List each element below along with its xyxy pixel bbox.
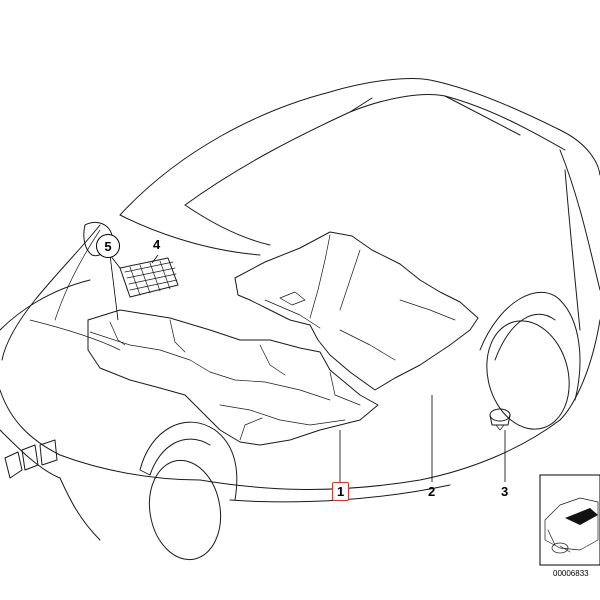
callout-4: 4: [153, 237, 161, 252]
callout-2: 2: [428, 484, 436, 499]
floor-carpet: [87, 309, 379, 446]
callout-3: 3: [501, 484, 509, 499]
luggage-net: [119, 257, 179, 298]
cap-part: [489, 408, 511, 431]
diagram-id: 00006833: [553, 569, 589, 578]
callout-1: 1: [332, 482, 350, 501]
callout-5-label: 5: [104, 238, 112, 254]
inset-thumbnail: [539, 474, 600, 566]
grille: [4, 439, 58, 479]
leader-lines: [109, 254, 506, 482]
rear-carpet: [234, 231, 479, 391]
car-body-outline: [0, 78, 600, 561]
callout-5: 5: [96, 234, 120, 258]
